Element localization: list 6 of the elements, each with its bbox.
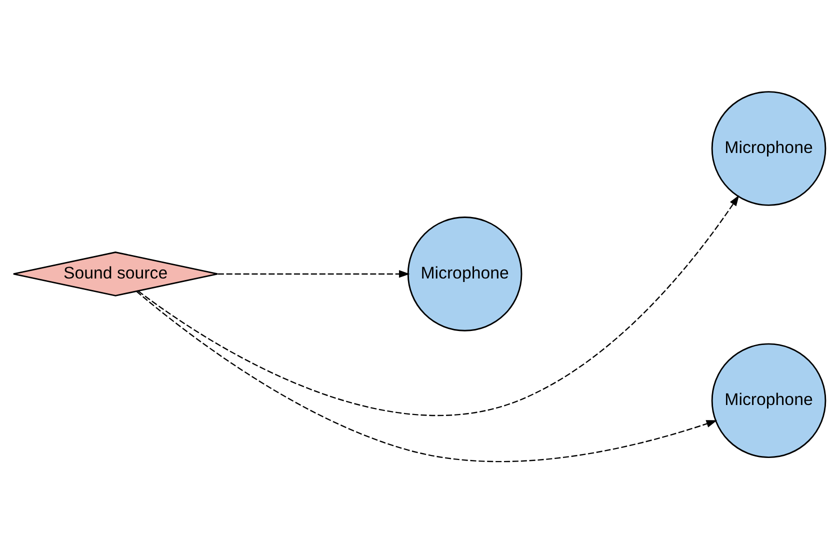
node-diamond: Sound source — [12, 251, 218, 296]
arrow — [218, 270, 410, 278]
node-circle: Microphone — [407, 216, 522, 331]
arrow — [136, 290, 718, 462]
arrow — [138, 194, 740, 416]
node-circle: Microphone — [711, 342, 826, 458]
